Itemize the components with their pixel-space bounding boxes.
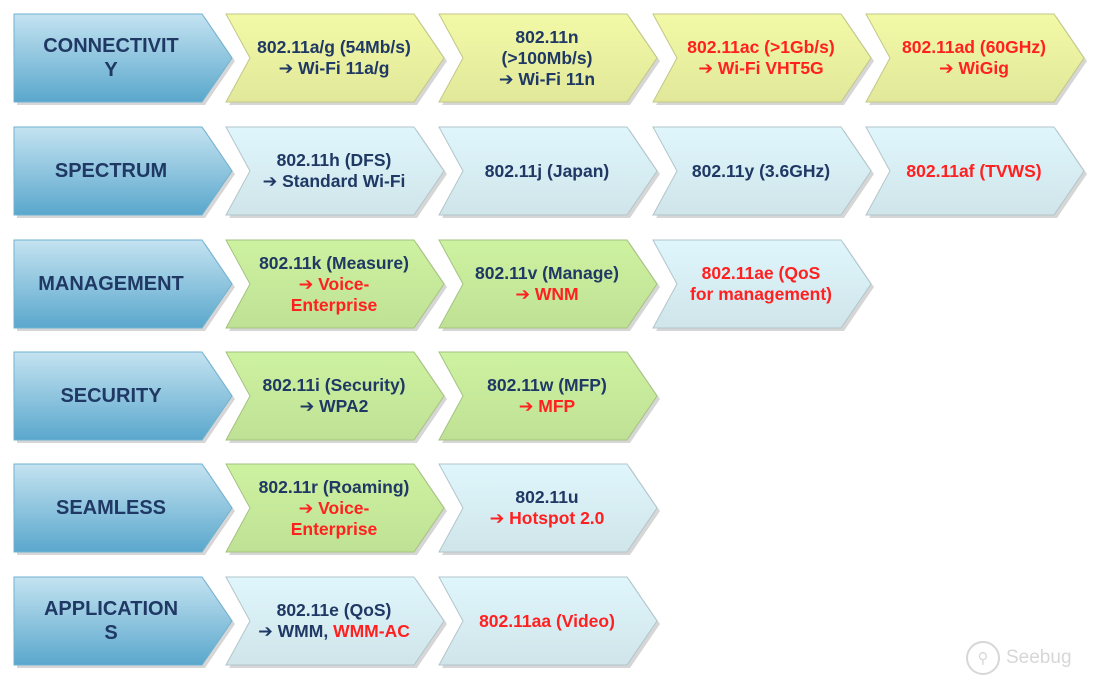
category-chevron: SEAMLESS bbox=[13, 463, 235, 555]
category-text: SPECTRUM bbox=[54, 160, 168, 182]
standard-text-line: 802.11v (Manage) bbox=[475, 263, 619, 283]
category-label: SEAMLESS bbox=[14, 464, 208, 552]
standard-text-line: 802.11ac (>1Gb/s) bbox=[687, 37, 835, 57]
standard-text-line: 802.11i (Security) bbox=[262, 375, 406, 395]
category-label: SECURITY bbox=[14, 352, 208, 440]
standard-label: 802.11u➔ Hotspot 2.0 bbox=[457, 464, 637, 552]
standard-label: 802.11e (QoS)➔ WMM, WMM-AC bbox=[244, 577, 424, 665]
category-chevron: SPECTRUM bbox=[13, 126, 235, 218]
standard-label: 802.11a/g (54Mb/s)➔ Wi-Fi 11a/g bbox=[244, 14, 424, 102]
standard-text-line: 802.11ad (60GHz) bbox=[902, 37, 1046, 57]
standard-label: 802.11y (3.6GHz) bbox=[671, 127, 851, 215]
standard-text-line: ➔ Hotspot 2.0 bbox=[489, 508, 605, 528]
standard-text-segment: WMM-AC bbox=[333, 621, 410, 641]
standard-label: 802.11v (Manage)➔ WNM bbox=[457, 240, 637, 328]
standard-text-line: 802.11e (QoS) bbox=[276, 600, 392, 620]
standard-text-line: 802.11u bbox=[515, 487, 579, 507]
standard-text-line: ➔ Wi-Fi VHT5G bbox=[698, 58, 824, 78]
standard-chevron: 802.11a/g (54Mb/s)➔ Wi-Fi 11a/g bbox=[225, 13, 447, 105]
category-text: Y bbox=[104, 59, 118, 81]
standard-text-line: ➔ Voice- bbox=[298, 497, 370, 518]
seebug-watermark: ⚲ Seebug bbox=[966, 638, 1072, 678]
standard-text-line: 802.11a/g (54Mb/s) bbox=[257, 37, 411, 57]
standard-label: 802.11r (Roaming)➔ Voice-Enterprise bbox=[244, 464, 424, 552]
standard-chevron: 802.11w (MFP)➔ MFP bbox=[438, 351, 660, 443]
standard-text-line: 802.11k (Measure) bbox=[259, 252, 409, 273]
standard-text-line: ➔ Wi-Fi 11a/g bbox=[278, 58, 390, 78]
standard-chevron: 802.11e (QoS)➔ WMM, WMM-AC bbox=[225, 576, 447, 668]
standard-chevron: 802.11h (DFS)➔ Standard Wi-Fi bbox=[225, 126, 447, 218]
category-text: MANAGEMENT bbox=[38, 273, 184, 295]
standard-label: 802.11ad (60GHz)➔ WiGig bbox=[884, 14, 1064, 102]
standard-text-line: for management) bbox=[690, 284, 832, 304]
standard-chevron: 802.11y (3.6GHz) bbox=[652, 126, 874, 218]
standard-chevron: 802.11n(>100Mb/s)➔ Wi-Fi 11n bbox=[438, 13, 660, 105]
standard-text-line: ➔ MFP bbox=[518, 396, 576, 416]
category-chevron: SECURITY bbox=[13, 351, 235, 443]
standard-chevron: 802.11v (Manage)➔ WNM bbox=[438, 239, 660, 331]
category-chevron: MANAGEMENT bbox=[13, 239, 235, 331]
watermark-text: Seebug bbox=[1006, 647, 1072, 668]
standard-label: 802.11h (DFS)➔ Standard Wi-Fi bbox=[244, 127, 424, 215]
standard-text-line: ➔ Standard Wi-Fi bbox=[262, 171, 406, 191]
standard-text-line: Enterprise bbox=[290, 518, 378, 539]
category-text: SEAMLESS bbox=[55, 497, 167, 519]
standard-chevron: 802.11j (Japan) bbox=[438, 126, 660, 218]
standard-text-line: ➔ WiGig bbox=[939, 58, 1009, 78]
category-label: SPECTRUM bbox=[14, 127, 208, 215]
standard-chevron: 802.11k (Measure)➔ Voice-Enterprise bbox=[225, 239, 447, 331]
standard-chevron: 802.11ac (>1Gb/s)➔ Wi-Fi VHT5G bbox=[652, 13, 874, 105]
category-text: CONNECTIVIT bbox=[43, 35, 179, 57]
standard-label: 802.11j (Japan) bbox=[457, 127, 637, 215]
category-text: APPLICATION bbox=[43, 598, 179, 620]
standard-text-line: 802.11ae (QoS bbox=[701, 263, 821, 283]
standard-text-line: (>100Mb/s) bbox=[501, 47, 593, 68]
standard-chevron: 802.11u➔ Hotspot 2.0 bbox=[438, 463, 660, 555]
standard-label: 802.11aa (Video) bbox=[457, 577, 637, 665]
standard-chevron: 802.11af (TVWS) bbox=[865, 126, 1087, 218]
standard-text-line: 802.11j (Japan) bbox=[484, 160, 610, 181]
category-text: S bbox=[104, 622, 118, 644]
standard-text-line: 802.11h (DFS) bbox=[276, 150, 392, 170]
standard-text-line: ➔ WNM bbox=[515, 284, 579, 304]
standard-label: 802.11ac (>1Gb/s)➔ Wi-Fi VHT5G bbox=[671, 14, 851, 102]
standard-text-line: 802.11n bbox=[515, 26, 579, 47]
standard-text-line: Enterprise bbox=[290, 294, 378, 315]
standard-text-line: 802.11y (3.6GHz) bbox=[691, 160, 831, 181]
standard-label: 802.11i (Security)➔ WPA2 bbox=[244, 352, 424, 440]
standard-label: 802.11w (MFP)➔ MFP bbox=[457, 352, 637, 440]
standard-text-segment: ➔ WMM, bbox=[258, 621, 334, 641]
standard-chevron: 802.11r (Roaming)➔ Voice-Enterprise bbox=[225, 463, 447, 555]
standard-text-line: 802.11r (Roaming) bbox=[258, 476, 410, 497]
category-text: SECURITY bbox=[60, 385, 162, 407]
standard-text-line: ➔ Voice- bbox=[298, 273, 370, 294]
standard-text-line: ➔ WMM, WMM-AC bbox=[258, 621, 410, 642]
standard-text-line: 802.11w (MFP) bbox=[487, 375, 607, 395]
category-label: MANAGEMENT bbox=[14, 240, 208, 328]
standard-chevron: 802.11i (Security)➔ WPA2 bbox=[225, 351, 447, 443]
standard-label: 802.11n(>100Mb/s)➔ Wi-Fi 11n bbox=[457, 14, 637, 102]
seebug-logo-icon: ⚲ bbox=[966, 641, 1000, 675]
standard-text-line: ➔ Wi-Fi 11n bbox=[498, 68, 596, 89]
standard-text-line: ➔ WPA2 bbox=[299, 396, 369, 416]
standard-label: 802.11af (TVWS) bbox=[884, 127, 1064, 215]
standard-label: 802.11k (Measure)➔ Voice-Enterprise bbox=[244, 240, 424, 328]
standard-chevron: 802.11ad (60GHz)➔ WiGig bbox=[865, 13, 1087, 105]
standard-text-line: 802.11aa (Video) bbox=[479, 610, 615, 631]
standard-text-line: 802.11af (TVWS) bbox=[906, 160, 1042, 181]
standard-chevron: 802.11aa (Video) bbox=[438, 576, 660, 668]
